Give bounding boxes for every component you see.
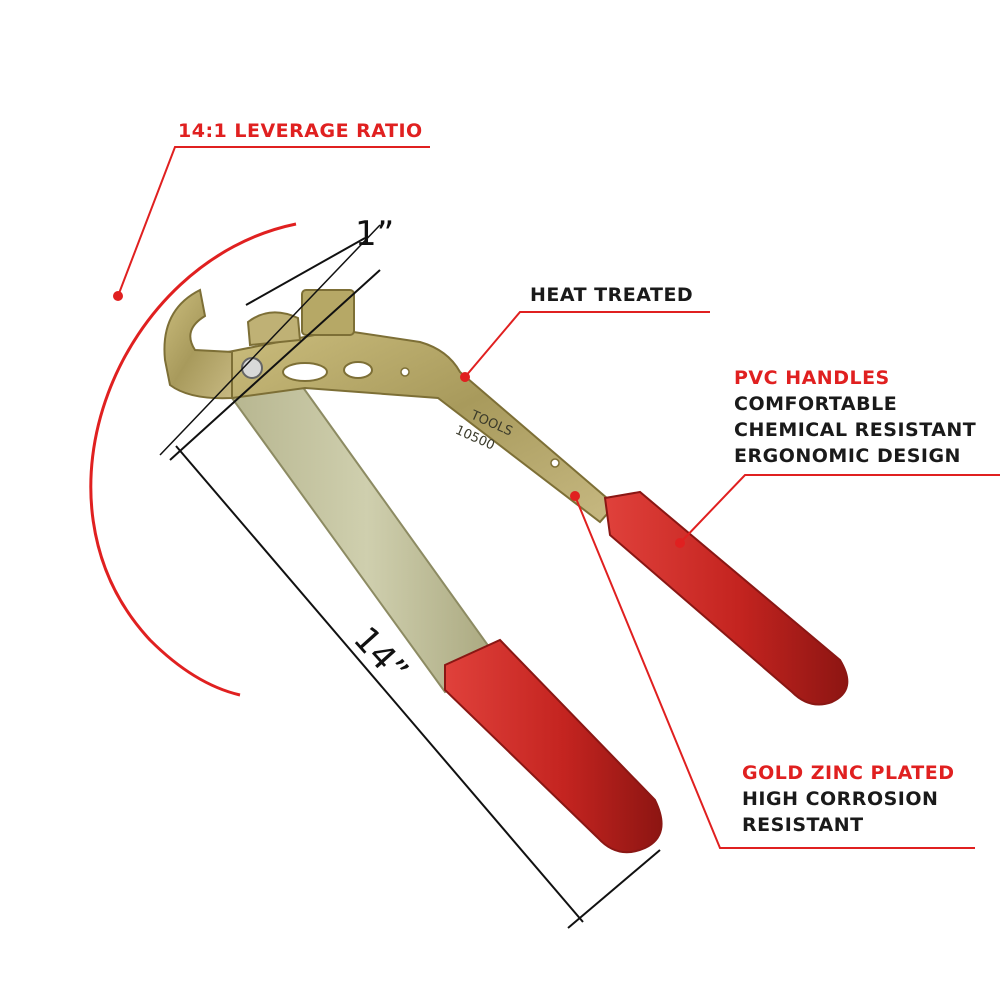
jaw-head [163, 288, 560, 468]
length-dimension: 14” [175, 445, 661, 929]
heat-leader-line [464, 311, 710, 378]
heat-leader-dot [460, 372, 470, 382]
zinc-leader-line [574, 495, 975, 849]
pvc-feature-1: COMFORTABLE [734, 393, 898, 415]
upper-handle [226, 328, 849, 706]
pvc-leader-line [679, 474, 1000, 544]
leverage-ratio-label: 14:1 LEVERAGE RATIO [178, 120, 423, 142]
leverage-arc [89, 222, 297, 697]
zinc-plated-callout: GOLD ZINC PLATED HIGH CORROSION RESISTAN… [742, 760, 955, 838]
pvc-handles-callout: PVC HANDLES COMFORTABLE CHEMICAL RESISTA… [734, 365, 976, 469]
zinc-plated-title: GOLD ZINC PLATED [742, 762, 955, 784]
jaw-dimension: 1” [159, 214, 394, 461]
heat-treated-label: HEAT TREATED [530, 284, 694, 306]
leverage-leader-line [117, 146, 430, 297]
pvc-feature-2: CHEMICAL RESISTANT [734, 419, 977, 441]
zinc-feature-2: RESISTANT [742, 814, 864, 836]
jaw-dimension-label: 1” [355, 214, 394, 254]
pvc-handles-title: PVC HANDLES [734, 367, 890, 389]
lower-handle [230, 384, 663, 854]
pivot-bolt [241, 357, 263, 379]
zinc-leader-dot [570, 491, 580, 501]
pvc-leader-dot [675, 538, 685, 548]
zinc-feature-1: HIGH CORROSION [742, 788, 939, 810]
pvc-feature-3: ERGONOMIC DESIGN [734, 445, 961, 467]
